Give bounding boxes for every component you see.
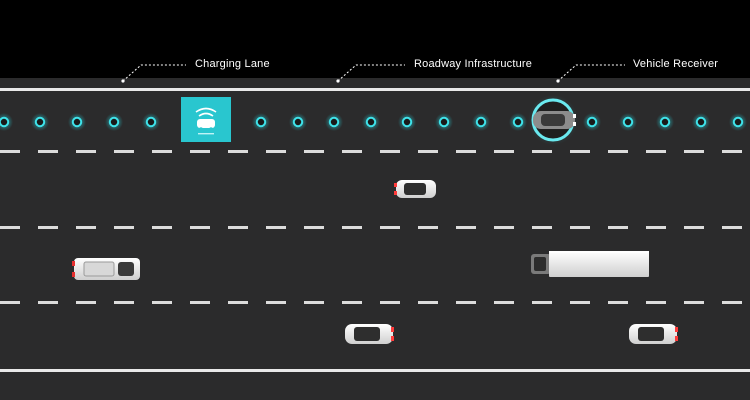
- charging-pad: [362, 113, 380, 131]
- charging-pad: [142, 113, 160, 131]
- pickup-truck: [72, 258, 140, 280]
- charging-pad: [435, 113, 453, 131]
- lane-divider-2: [0, 226, 750, 229]
- car: [629, 324, 678, 344]
- callout-dot-2: [336, 79, 340, 83]
- callout-leader-vehicle-receiver: [557, 64, 625, 82]
- callout-leader-charging-lane: [122, 64, 186, 82]
- charging-pad: [729, 113, 747, 131]
- charging-pad: [656, 113, 674, 131]
- charging-station-icon: [181, 97, 231, 142]
- charging-pad: [472, 113, 490, 131]
- lane-divider-3: [0, 301, 750, 304]
- charging-pad: [619, 113, 637, 131]
- car: [394, 180, 436, 198]
- road-edge-top: [0, 88, 750, 91]
- callout-charging-lane: Charging Lane: [195, 58, 270, 70]
- charging-pad: [509, 113, 527, 131]
- charging-pad: [252, 113, 270, 131]
- lane-divider-1: [0, 150, 750, 153]
- charging-pad: [583, 113, 601, 131]
- charging-pad: [692, 113, 710, 131]
- callout-vehicle-receiver: Vehicle Receiver: [633, 58, 719, 70]
- charging-pad: [105, 113, 123, 131]
- vehicle-receiver-car: [528, 95, 578, 145]
- callout-dot-1: [121, 79, 125, 83]
- callout-dot-3: [556, 79, 560, 83]
- charging-pad: [289, 113, 307, 131]
- charging-pad: [68, 113, 86, 131]
- charging-pads: [0, 113, 747, 131]
- road-edge-bottom: [0, 369, 750, 372]
- charging-pad: [0, 113, 13, 131]
- charging-pad: [31, 113, 49, 131]
- roadway: [0, 78, 750, 400]
- callout-roadway-infrastructure: Roadway Infrastructure: [414, 58, 533, 70]
- car: [345, 324, 394, 344]
- charging-pad: [398, 113, 416, 131]
- callout-leader-roadway-infrastructure: [337, 64, 405, 82]
- charging-pad: [325, 113, 343, 131]
- semi-truck: [531, 251, 649, 277]
